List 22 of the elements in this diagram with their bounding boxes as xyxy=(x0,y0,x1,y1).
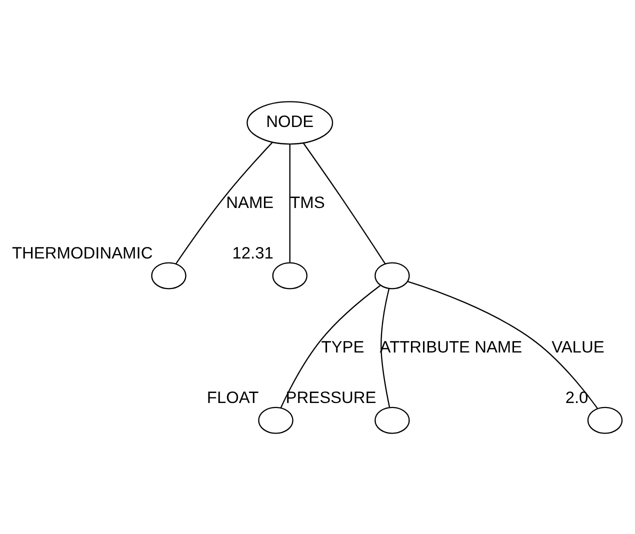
connector xyxy=(289,144,290,262)
edge-label: TMS xyxy=(290,193,325,212)
connector xyxy=(280,284,380,408)
connector xyxy=(302,142,386,264)
node-label: PRESSURE xyxy=(286,388,376,406)
node-label: FLOAT xyxy=(206,388,259,406)
node-circle xyxy=(151,262,186,289)
connector xyxy=(407,280,598,408)
edge-label: TYPE xyxy=(321,338,364,356)
edge-label: VALUE xyxy=(552,338,604,356)
edge-label: NAME xyxy=(226,193,274,212)
node-circle xyxy=(272,262,308,289)
node-circle xyxy=(374,262,410,289)
connector xyxy=(380,288,390,407)
node-label: THERMODINAMIC xyxy=(12,244,153,262)
node-label: 12.31 xyxy=(232,244,274,262)
node-circle xyxy=(587,406,623,434)
node-ellipse: NODE xyxy=(246,100,334,144)
connector xyxy=(175,142,273,264)
node-circle xyxy=(258,406,294,434)
node-circle xyxy=(374,406,410,434)
node-label: 2.0 xyxy=(565,388,588,406)
